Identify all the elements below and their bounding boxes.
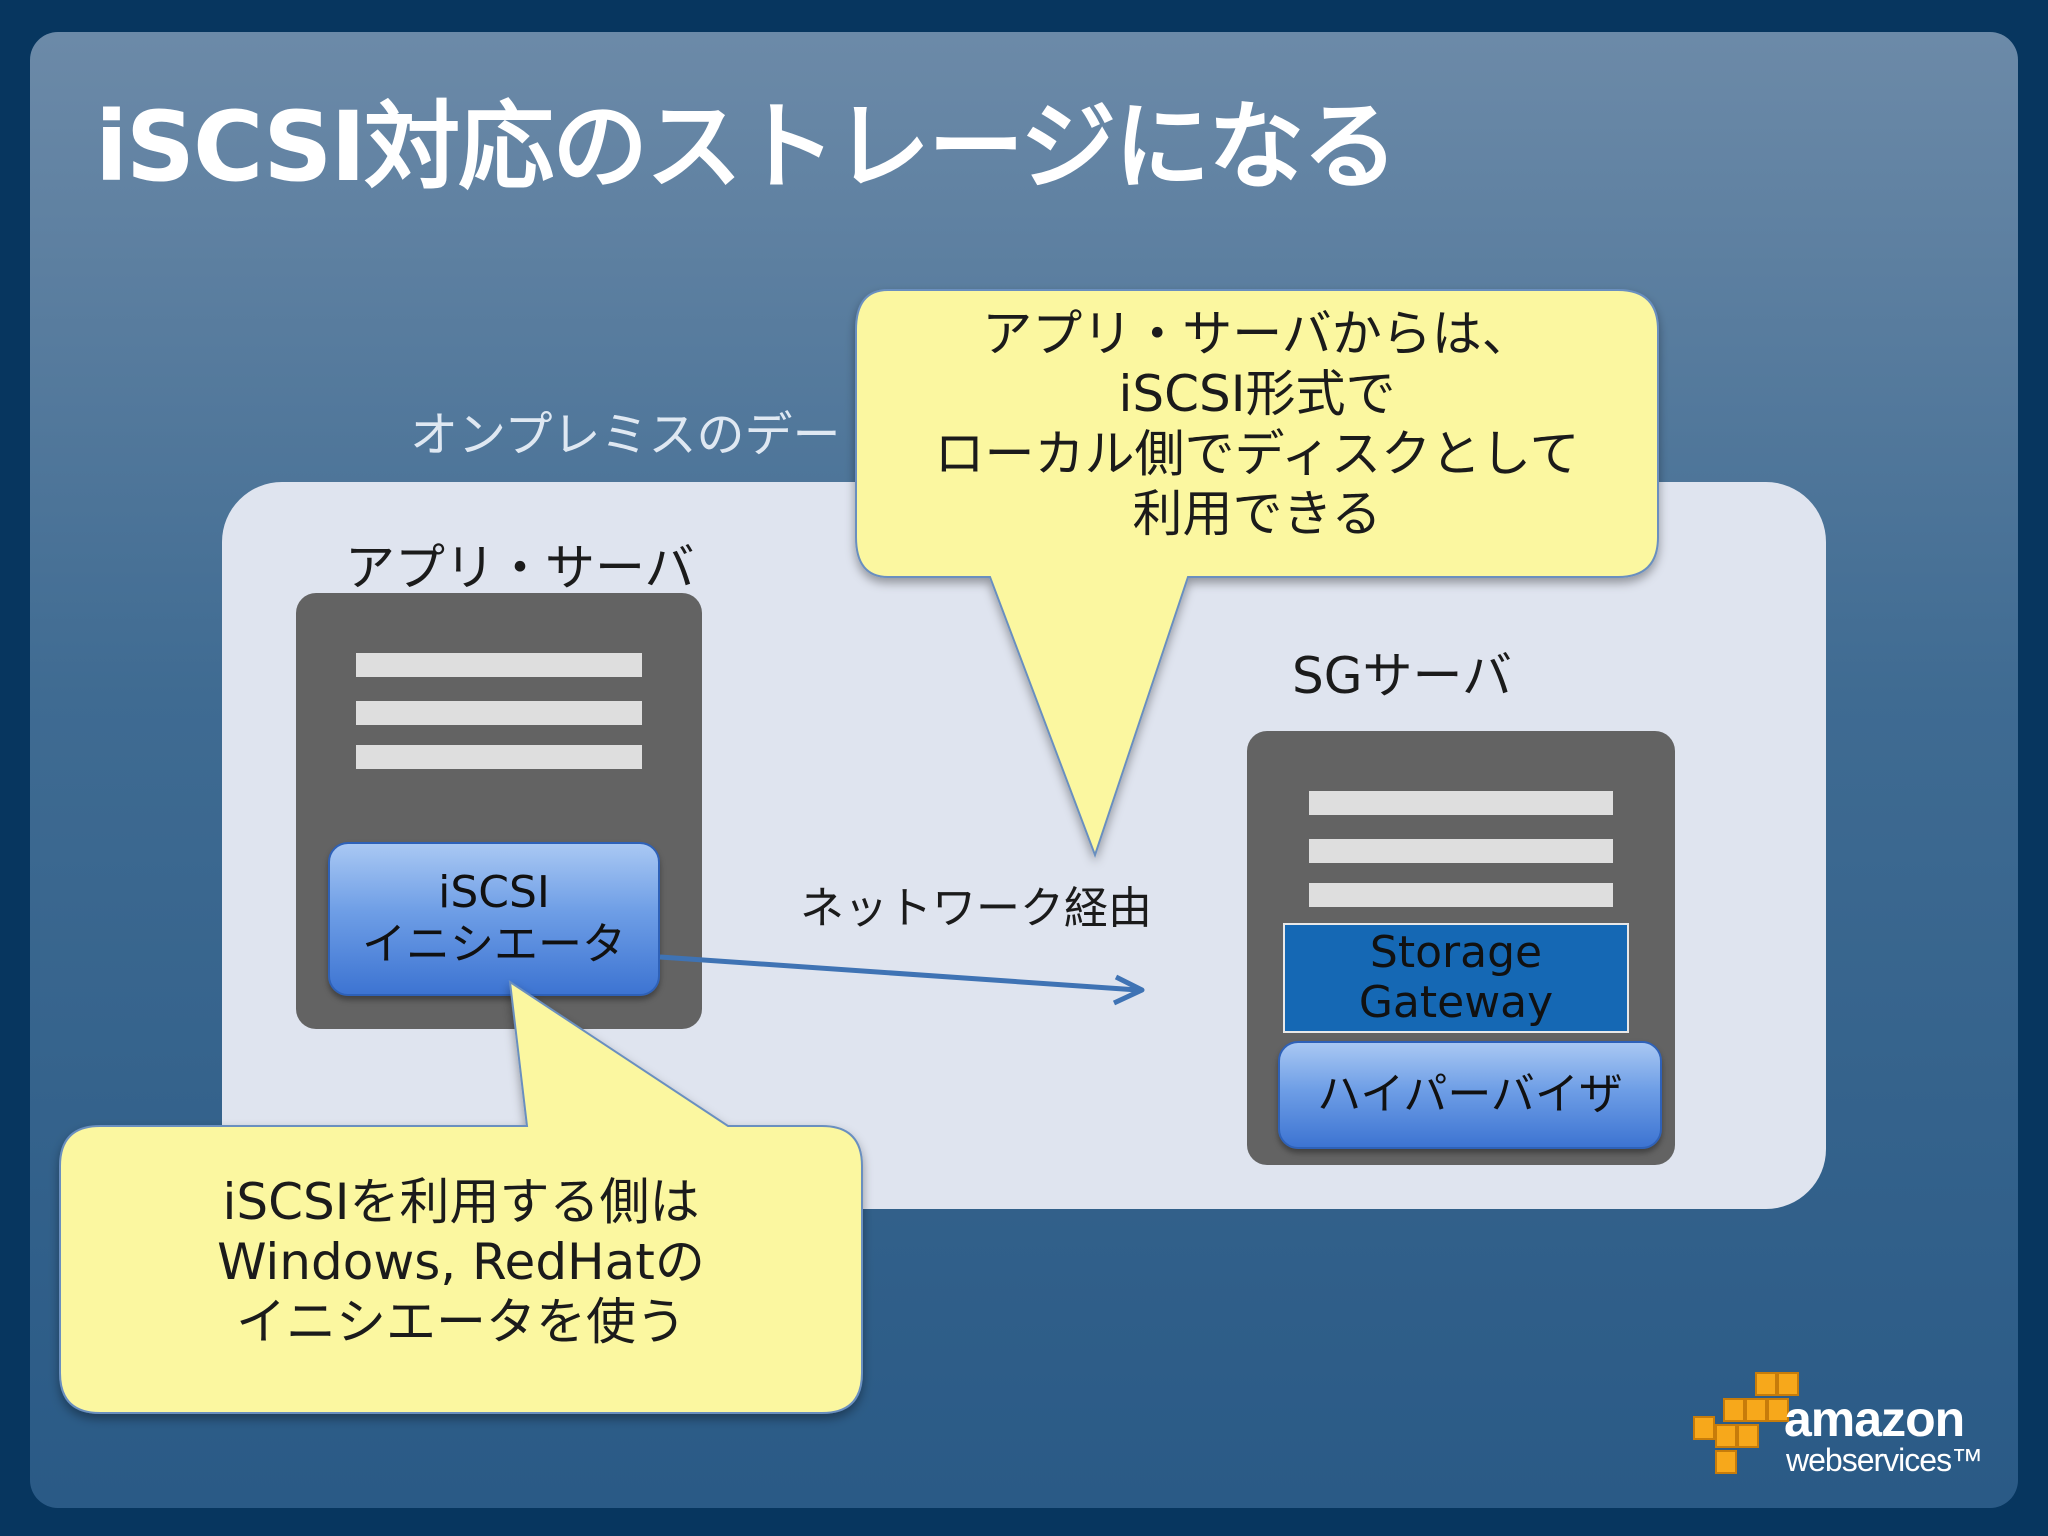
callout-bottom-shape [59,979,863,1414]
rack-slot [1309,883,1613,907]
gateway-line1: Storage [1369,927,1543,978]
initiator-line2: イニシエータ [362,919,626,970]
gateway-line2: Gateway [1358,977,1554,1028]
rack-slot [1309,839,1613,863]
rack-slot [1309,791,1613,815]
datacenter-label: オンプレミスのデー [410,407,841,463]
aws-boxes-icon [1693,1372,1799,1474]
aws-logo-line1: amazon [1784,1391,1965,1447]
initiator-line1: iSCSI [438,867,550,918]
sg-server-label: SGサーバ [1292,647,1512,705]
callout-bottom-line2: Windows, RedHatの [217,1233,705,1291]
callout-top-line3: ローカル側でディスクとして [934,425,1580,483]
hypervisor-box: ハイパーバイザ [1278,1041,1662,1149]
aws-logo-line2: webservices™ [1786,1442,1983,1478]
storage-gateway-box: Storage Gateway [1283,923,1629,1033]
hypervisor-label: ハイパーバイザ [1317,1069,1623,1120]
callout-top-line4: 利用できる [1132,485,1382,543]
rack-slot [356,701,642,725]
iscsi-initiator: iSCSI イニシエータ [328,842,660,996]
callout-top-line2: iSCSI形式で [1118,365,1396,423]
network-arrow [659,954,1139,993]
rack-slot [356,653,642,677]
callout-top-shape [855,289,1659,858]
callout-bottom-text: iSCSIを利用する側は Windows, RedHatの イニシエータを使う [60,1172,862,1352]
callout-top-text: アプリ・サーバからは、 iSCSI形式で ローカル側でディスクとして 利用できる [856,304,1658,544]
callout-top-line1: アプリ・サーバからは、 [982,305,1532,363]
app-server-label: アプリ・サーバ [345,539,695,597]
slide-title: iSCSI対応のストレージになる [95,91,1398,203]
rack-slot [356,745,642,769]
callout-bottom-line1: iSCSIを利用する側は [222,1173,700,1231]
arrow-head-icon [1112,974,1145,1006]
network-label: ネットワーク経由 [800,883,1152,934]
callout-bottom-line3: イニシエータを使う [236,1293,686,1351]
